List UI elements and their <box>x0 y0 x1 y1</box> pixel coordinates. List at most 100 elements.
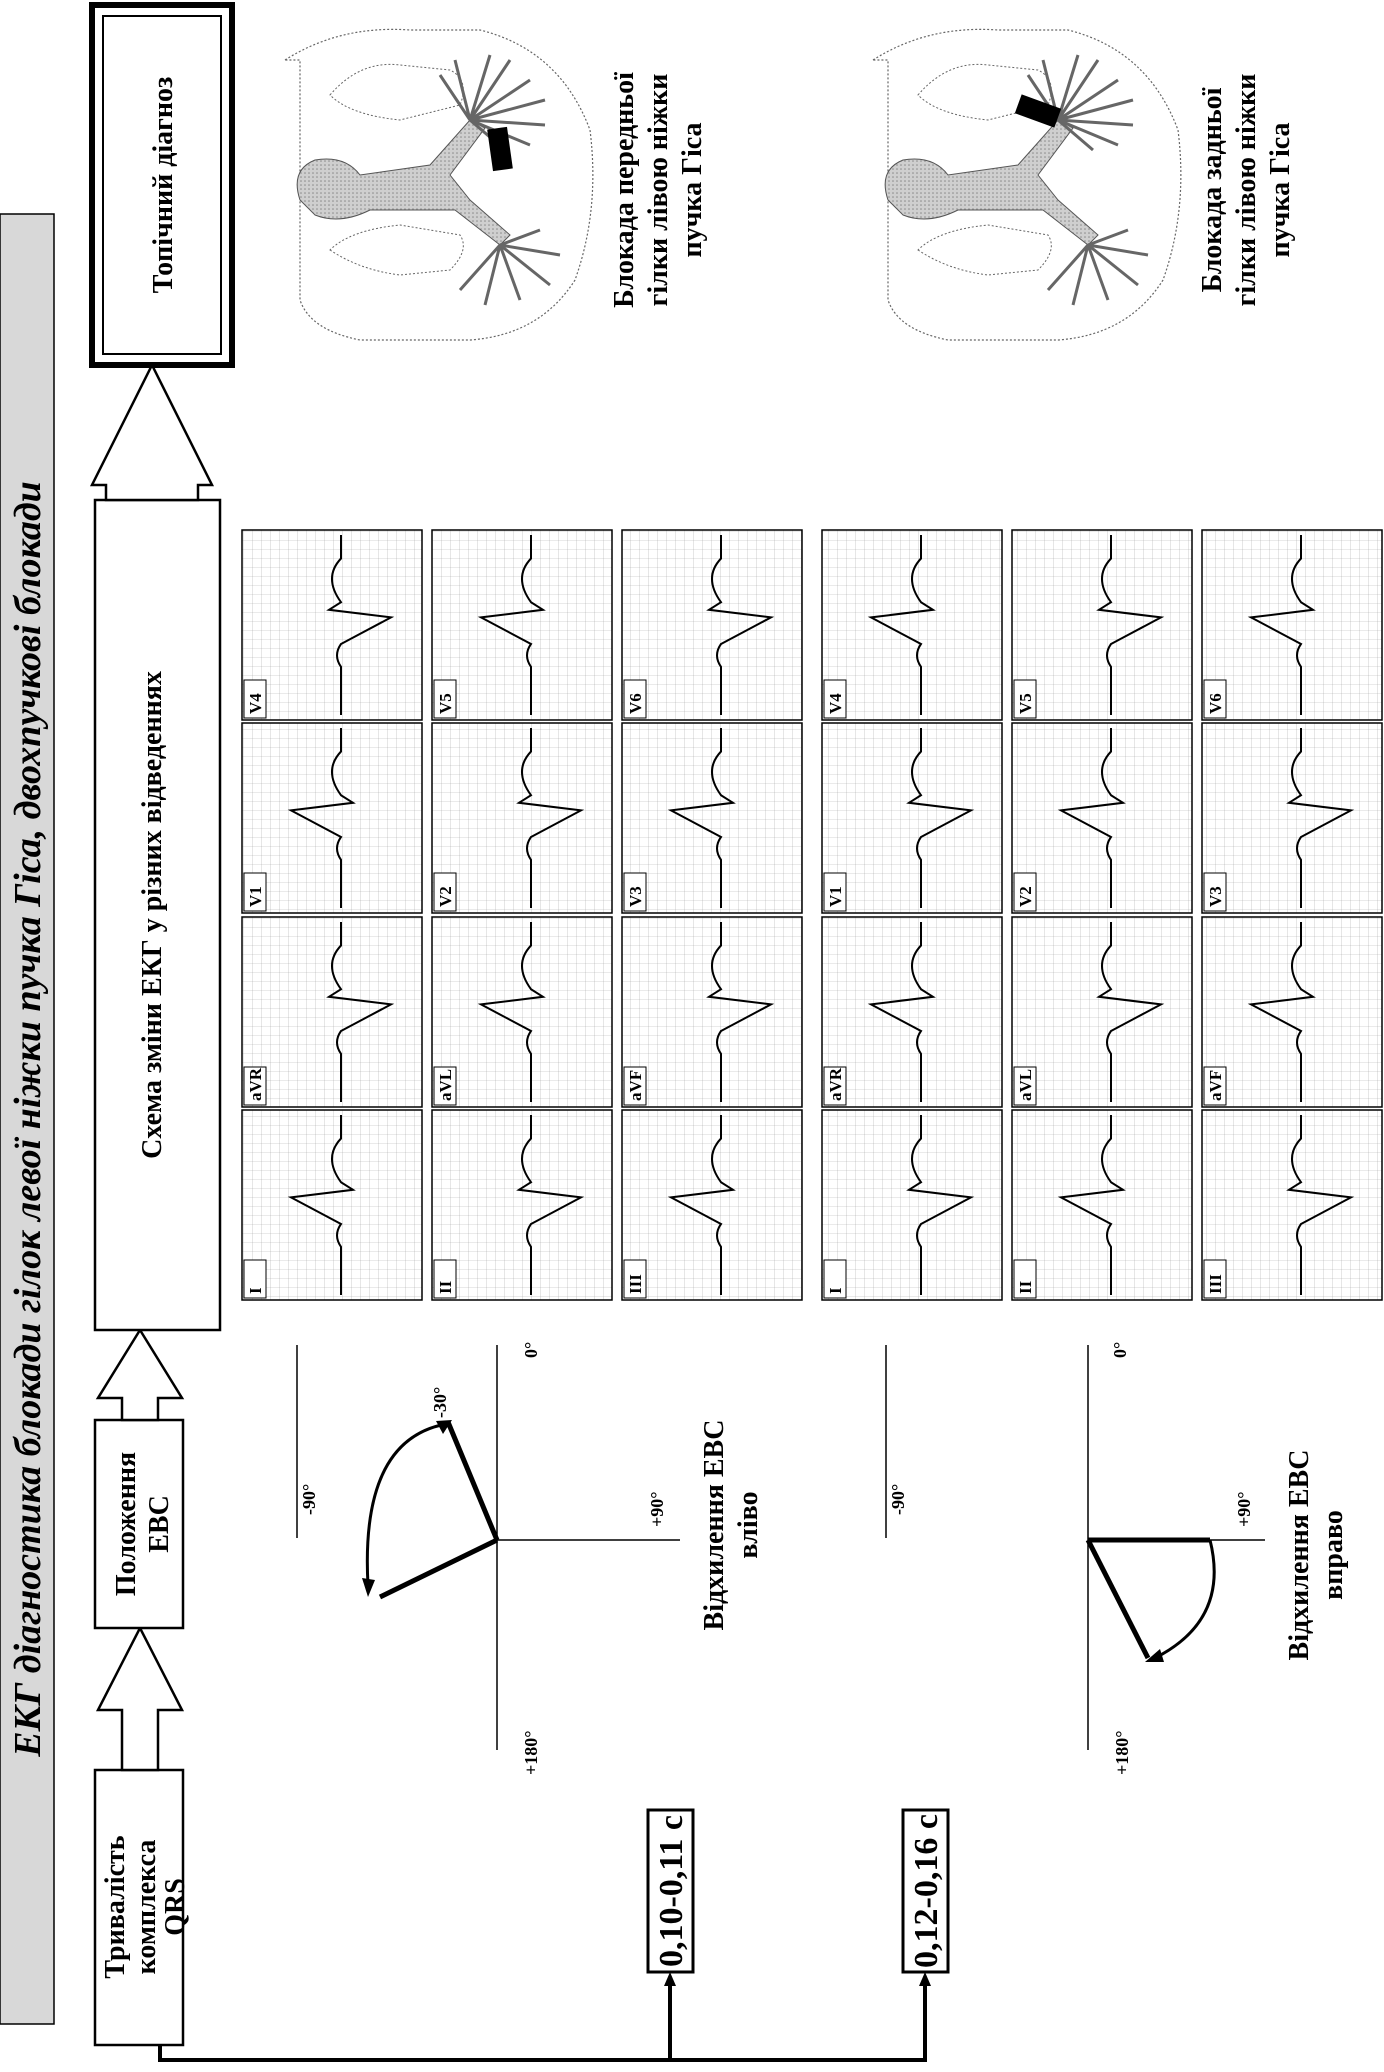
ecg-lead-label: I <box>826 1287 845 1294</box>
ecg-trace <box>326 922 395 1102</box>
evs-line-1: Положення <box>111 1452 142 1596</box>
posterior-dx-3: пучка Гіса <box>1265 123 1296 258</box>
tick-p90-left: +90° <box>647 1492 667 1527</box>
ecg-trace <box>1057 1115 1126 1295</box>
flow-arrow-3 <box>89 362 215 502</box>
ecg-panel: V4 <box>241 529 423 721</box>
ecg-scheme-box <box>93 498 222 1332</box>
ecg-trace <box>667 1115 736 1295</box>
ecg-trace <box>516 728 585 908</box>
ecg-lead-label: aVF <box>626 1070 645 1101</box>
qrs-values-bracket: 0,10-0,11 с 0,12-0,16 с <box>158 1808 950 2062</box>
ecg-panel: aVF <box>1201 916 1383 1108</box>
qrs-duration-box <box>93 1768 185 2047</box>
ecg-panel: V3 <box>1201 722 1383 914</box>
ecg-panel: V6 <box>1201 529 1383 721</box>
ecg-trace <box>706 535 775 715</box>
ecg-lead-label: II <box>1016 1280 1035 1294</box>
ecg-scheme-label: Схема зміни ЕКГ у різних відведеннях <box>137 671 168 1159</box>
heart-diagram-anterior: Блокада передньої гілки лівою ніжки пучк… <box>282 28 708 341</box>
posterior-dx-2: гілки лівою ніжки <box>1231 74 1262 307</box>
ecg-lead-label: V1 <box>826 886 845 907</box>
ecg-lead-label: V4 <box>826 693 845 714</box>
ecg-trace <box>1286 728 1355 908</box>
axis-right-caption-2: вправо <box>1318 1510 1349 1600</box>
ecg-lead-label: V5 <box>1016 693 1035 714</box>
flow-arrow-2 <box>95 1327 185 1422</box>
ecg-panel: III <box>1201 1109 1383 1301</box>
ecg-lead-label: V4 <box>246 693 265 714</box>
ecg-panel: V5 <box>1011 529 1193 721</box>
ecg-trace <box>906 728 975 908</box>
qrs-line-2: комплекса <box>131 1840 162 1975</box>
ecg-trace <box>477 535 546 715</box>
ecg-trace <box>1096 922 1165 1102</box>
ecg-lead-label: aVR <box>246 1067 265 1101</box>
ecg-lead-label: aVF <box>1206 1070 1225 1101</box>
ecg-lead-label: aVR <box>826 1067 845 1101</box>
ecg-trace <box>1247 535 1316 715</box>
ecg-trace <box>906 1115 975 1295</box>
page-title: ЕКГ діагностика блокади гілок левої ніжк… <box>7 481 49 1758</box>
anterior-dx-1: Блокада передньої <box>609 72 640 308</box>
ecg-lead-label: aVL <box>436 1069 455 1101</box>
ecg-trace <box>477 922 546 1102</box>
ecg-panel: II <box>1011 1109 1193 1301</box>
axis-right-caption-1: Відхилення ЕВС <box>1284 1450 1315 1661</box>
ecg-lead-label: III <box>626 1274 645 1294</box>
ecg-trace <box>867 922 936 1102</box>
ecg-lead-label: V2 <box>436 886 455 907</box>
ecg-trace <box>706 922 775 1102</box>
ecg-lead-label: aVL <box>1016 1069 1035 1101</box>
ecg-lead-label: II <box>436 1280 455 1294</box>
ecg-panel: V2 <box>431 722 613 914</box>
anterior-dx-2: гілки лівою ніжки <box>643 74 674 307</box>
tick-m90-left: -90° <box>299 1484 319 1515</box>
axis-diagram-left: -90° 0° +90° +180° -30° Відхилення ЕВС в… <box>296 1342 764 1775</box>
ecg-panel: V6 <box>621 529 803 721</box>
axis-diagram-right: -90° 0° +90° +180° Відхилення ЕВС вправо <box>885 1342 1349 1775</box>
ecg-trace <box>326 535 395 715</box>
ecg-panel: III <box>621 1109 803 1301</box>
tick-0-left: 0° <box>521 1342 541 1358</box>
ecg-panel: V1 <box>241 722 423 914</box>
ecg-panel: aVF <box>621 916 803 1108</box>
ecg-lead-label: V2 <box>1016 886 1035 907</box>
ecg-lead-label: I <box>246 1287 265 1294</box>
ecg-trace <box>1286 1115 1355 1295</box>
ecg-panel: V2 <box>1011 722 1193 914</box>
block-marker-posterior <box>1014 94 1062 128</box>
tick-0-right: 0° <box>1110 1342 1130 1358</box>
ecg-trace <box>1247 922 1316 1102</box>
ecg-lead-label: V6 <box>1206 693 1225 714</box>
ecg-lead-label: V3 <box>626 886 645 907</box>
ecg-lead-label: V1 <box>246 886 265 907</box>
evs-position-box <box>93 1418 185 1630</box>
axis-left-caption-1: Відхилення ЕВС <box>699 1420 730 1631</box>
ecg-lead-label: V3 <box>1206 886 1225 907</box>
ecg-panel: II <box>431 1109 613 1301</box>
ecg-panel: V1 <box>821 722 1003 914</box>
ecg-trace <box>867 535 936 715</box>
ecg-panel: aVL <box>1011 916 1193 1108</box>
flow-chain: Тривалість комплекса QRS Положення ЕВС С… <box>89 2 235 2047</box>
tick-p180-left: +180° <box>521 1731 541 1775</box>
ecg-panel: V5 <box>431 529 613 721</box>
qrs-value-box-1 <box>646 1808 695 1974</box>
ecg-trace <box>287 1115 356 1295</box>
flow-arrow-1 <box>95 1625 185 1772</box>
qrs-value-1: 0,10-0,11 с <box>653 1815 690 1967</box>
ecg-panel: I <box>821 1109 1003 1301</box>
title-band: ЕКГ діагностика блокади гілок левої ніжк… <box>0 213 55 2025</box>
ecg-lead-label: III <box>1206 1274 1225 1294</box>
ecg-lead-label: V6 <box>626 693 645 714</box>
tick-p180-right: +180° <box>1112 1731 1132 1775</box>
ecg-trace <box>516 1115 585 1295</box>
ecg-panel: V4 <box>821 529 1003 721</box>
ecg-panel: aVL <box>431 916 613 1108</box>
ecg-panel: V3 <box>621 722 803 914</box>
anterior-dx-3: пучка Гіса <box>677 123 708 258</box>
qrs-line-1: Тривалість <box>100 1835 131 1978</box>
